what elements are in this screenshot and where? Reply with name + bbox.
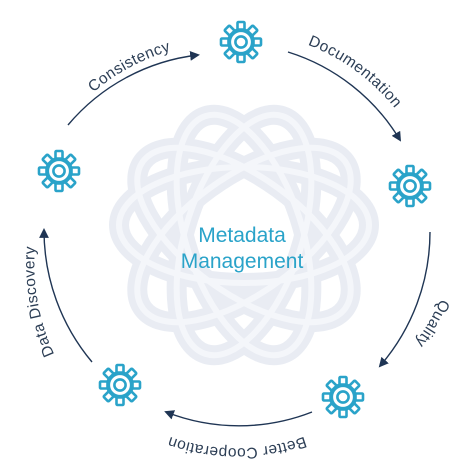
center-title-line-1: Metadata — [198, 224, 286, 247]
step-label-quality-text: Quality — [412, 297, 453, 350]
gear-icon — [321, 375, 365, 419]
arrow-quality — [378, 231, 431, 368]
arrow-documentation — [287, 51, 402, 142]
arrow-better-cooperation — [164, 410, 313, 427]
step-label-data-discovery: Data Discovery — [21, 246, 57, 360]
step-label-documentation-text: Documentation — [306, 33, 405, 112]
gear-icon — [37, 149, 81, 193]
gear-icon — [98, 363, 142, 407]
step-label-data-discovery-text: Data Discovery — [21, 246, 57, 360]
gear-icon — [219, 20, 263, 64]
arrow-data-discovery — [39, 228, 93, 363]
center-title-line-2: Management — [181, 250, 304, 273]
arrow-consistency — [67, 51, 200, 126]
step-label-quality: Quality — [412, 297, 453, 350]
step-label-consistency-text: Consistency — [85, 38, 172, 95]
gear-icon — [388, 164, 432, 208]
step-label-better-cooperation-text: Better Cooperation — [165, 433, 308, 462]
step-label-documentation: Documentation — [306, 33, 405, 112]
step-label-consistency: Consistency — [85, 38, 172, 95]
step-label-better-cooperation: Better Cooperation — [165, 433, 308, 462]
